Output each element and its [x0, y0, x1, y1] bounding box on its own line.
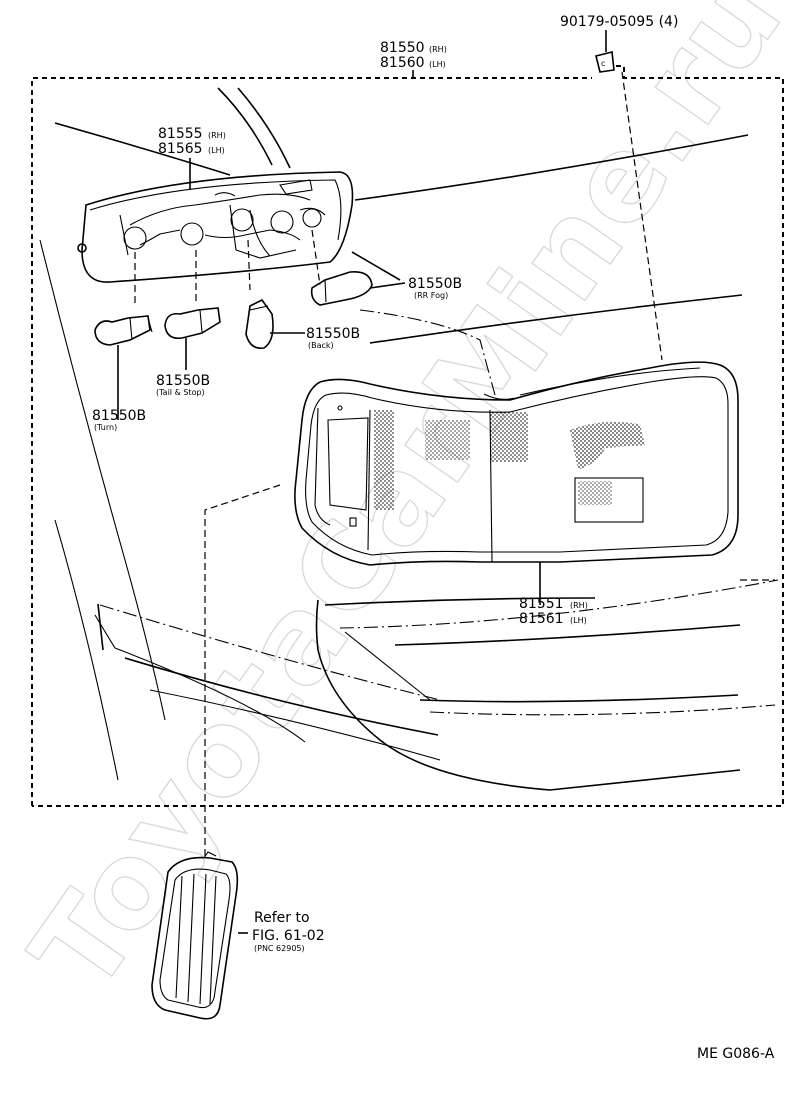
bulb-tail-number: 81550B [156, 373, 210, 389]
lamp-assy-rh-number: 81550 [380, 40, 425, 56]
lens-lh-side: (LH) [570, 616, 587, 625]
assembly-frame [31, 77, 592, 806]
socket-lh-side: (LH) [208, 146, 225, 155]
socket-rh-number: 81555 [158, 126, 203, 142]
socket-rh-side: (RH) [208, 131, 226, 140]
bulb-fog [310, 251, 406, 306]
figure-code: ME G086-A [697, 1046, 775, 1062]
bulb-back [245, 298, 305, 350]
garnish [151, 484, 281, 1020]
labels: 90179-05095 (4) 81550 (RH) 81560 (LH) 81… [92, 14, 775, 1062]
clip-part-number: 90179-05095 (4) [560, 14, 678, 30]
bulb-back-note: (Back) [308, 341, 334, 350]
clip-part: c [595, 51, 663, 361]
bulb-tail-stop [164, 307, 221, 370]
refer-line-1: Refer to [254, 910, 310, 926]
bulb-fog-note: (RR Fog) [414, 291, 448, 300]
socket-assembly [77, 171, 354, 305]
bulb-turn-number: 81550B [92, 408, 146, 424]
refer-line-2: FIG. 61-02 [252, 928, 325, 944]
lamp-lens [294, 361, 739, 605]
bulb-back-number: 81550B [306, 326, 360, 342]
bulb-tail-note: (Tail & Stop) [156, 388, 205, 397]
bulb-turn [94, 315, 153, 420]
watermark: ToyotaCarMine.ru [5, 0, 800, 1016]
lens-rh-number: 81551 [519, 596, 564, 612]
clip-symbol: c [601, 59, 605, 68]
refer-line-3: (PNC 62905) [254, 944, 305, 953]
lens-rh-side: (RH) [570, 601, 588, 610]
body-panel-lines [39, 87, 779, 791]
lamp-assy-lh-side: (LH) [429, 60, 446, 69]
lamp-assy-rh-side: (RH) [429, 45, 447, 54]
bulb-fog-number: 81550B [408, 276, 462, 292]
bulb-turn-note: (Turn) [94, 423, 117, 432]
socket-lh-number: 81565 [158, 141, 203, 157]
lens-lh-number: 81561 [519, 611, 564, 627]
lamp-assy-lh-number: 81560 [380, 55, 425, 71]
